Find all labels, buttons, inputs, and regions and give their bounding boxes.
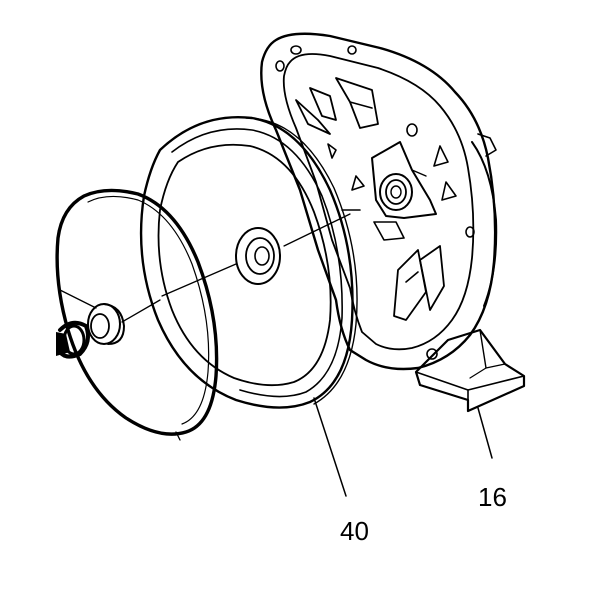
callout-16: 16 bbox=[478, 482, 507, 512]
volute-vanes bbox=[295, 77, 457, 321]
leader-40 bbox=[313, 397, 347, 497]
leader-16 bbox=[477, 407, 493, 459]
casing-flange-outline bbox=[260, 32, 497, 371]
shaft-seal bbox=[56, 289, 161, 359]
casing-bolt-holes bbox=[275, 45, 475, 360]
casing-foot bbox=[414, 328, 526, 413]
o-ring bbox=[55, 188, 219, 441]
callout-40: 40 bbox=[340, 516, 369, 546]
casing-hub bbox=[371, 141, 437, 219]
cover-center-boss bbox=[235, 227, 281, 285]
pump-casing-with-foot bbox=[260, 32, 526, 459]
volute-cover-plate bbox=[139, 116, 358, 497]
